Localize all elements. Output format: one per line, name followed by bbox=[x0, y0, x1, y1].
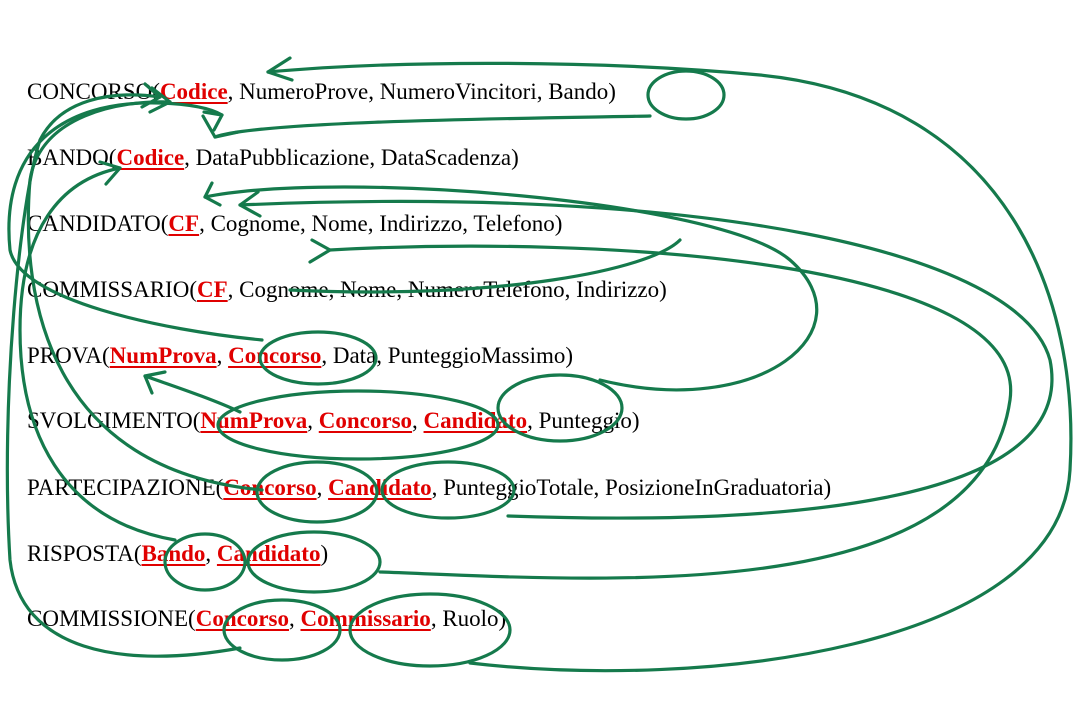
attribute: Bando bbox=[548, 79, 609, 104]
attribute: Cognome bbox=[210, 211, 301, 236]
relation-name: RISPOSTA bbox=[27, 541, 134, 566]
attribute: Ruolo bbox=[442, 606, 499, 631]
relation-name: CANDIDATO bbox=[27, 211, 161, 236]
attribute: DataScadenza bbox=[380, 145, 512, 170]
relation-bando: BANDO(Codice, DataPubblicazione, DataSca… bbox=[27, 145, 519, 170]
primary-key-attribute: Concorso bbox=[228, 343, 322, 368]
attribute: Nome bbox=[311, 211, 368, 236]
relation-svolgimento: SVOLGIMENTO(NumProva, Concorso, Candidat… bbox=[27, 408, 640, 433]
relation-prova: PROVA(NumProva, Concorso, Data, Punteggi… bbox=[27, 343, 574, 368]
primary-key-attribute: Codice bbox=[159, 79, 228, 104]
primary-key-attribute: CF bbox=[197, 277, 228, 302]
relation-name: COMMISSARIO bbox=[27, 277, 190, 302]
primary-key-attribute: Bando bbox=[141, 541, 206, 566]
attribute: NumeroTelefono bbox=[407, 277, 565, 302]
attribute: Indirizzo bbox=[379, 211, 463, 236]
primary-key-attribute: Concorso bbox=[195, 606, 289, 631]
relation-name: SVOLGIMENTO bbox=[27, 408, 193, 433]
primary-key-attribute: Codice bbox=[116, 145, 185, 170]
relation-name: BANDO bbox=[27, 145, 109, 170]
relation-candidato: CANDIDATO(CF, Cognome, Nome, Indirizzo, … bbox=[27, 211, 563, 236]
attribute: Indirizzo bbox=[576, 277, 660, 302]
primary-key-attribute: Commissario bbox=[300, 606, 431, 631]
attribute: Nome bbox=[340, 277, 397, 302]
primary-key-attribute: Candidato bbox=[328, 475, 432, 500]
attribute: Cognome bbox=[239, 277, 329, 302]
primary-key-attribute: Candidato bbox=[423, 408, 528, 433]
attribute: NumeroVincitori bbox=[379, 79, 537, 104]
attribute: Telefono bbox=[473, 211, 555, 236]
relation-concorso: CONCORSO(Codice, NumeroProve, NumeroVinc… bbox=[27, 79, 616, 104]
primary-key-attribute: Concorso bbox=[318, 408, 413, 433]
relation-name: PROVA bbox=[27, 343, 102, 368]
relation-name: CONCORSO bbox=[27, 79, 153, 104]
relation-risposta: RISPOSTA(Bando, Candidato) bbox=[27, 541, 329, 566]
attribute: Data bbox=[332, 343, 377, 368]
primary-key-attribute: NumProva bbox=[200, 408, 308, 433]
relation-partecipazione: PARTECIPAZIONE(Concorso, Candidato, Punt… bbox=[27, 475, 832, 500]
relation-commissario: COMMISSARIO(CF, Cognome, Nome, NumeroTel… bbox=[27, 277, 667, 302]
primary-key-attribute: CF bbox=[168, 211, 200, 236]
attribute: PunteggioMassimo bbox=[387, 343, 566, 368]
attribute: PosizioneInGraduatoria bbox=[605, 475, 824, 500]
attribute: DataPubblicazione bbox=[195, 145, 370, 170]
primary-key-attribute: Concorso bbox=[223, 475, 317, 500]
attribute: NumeroProve bbox=[239, 79, 369, 104]
relation-name: PARTECIPAZIONE bbox=[27, 475, 216, 500]
primary-key-attribute: NumProva bbox=[109, 343, 217, 368]
primary-key-attribute: Candidato bbox=[216, 541, 321, 566]
relation-name: COMMISSIONE bbox=[27, 606, 189, 631]
relation-commissione: COMMISSIONE(Concorso, Commissario, Ruolo… bbox=[27, 606, 507, 631]
attribute: PunteggioTotale bbox=[443, 475, 594, 500]
attribute: Punteggio bbox=[538, 408, 632, 433]
